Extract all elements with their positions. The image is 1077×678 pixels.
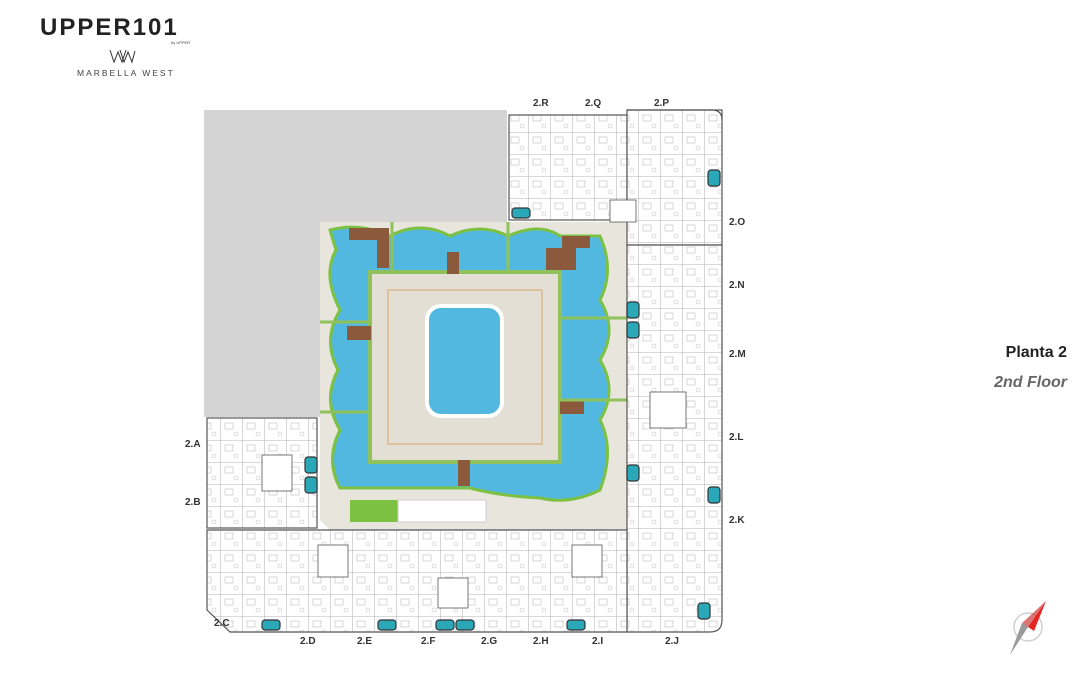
unit-label-2f[interactable]: 2.F: [421, 636, 436, 647]
unit-label-2a[interactable]: 2.A: [185, 439, 201, 450]
unit-label-2d[interactable]: 2.D: [300, 636, 316, 647]
unit-label-2b[interactable]: 2.B: [185, 497, 201, 508]
unit-label-2n[interactable]: 2.N: [729, 280, 745, 291]
unit-label-2q[interactable]: 2.Q: [585, 98, 602, 109]
brand-logo: UPPER101 by UPPER MARBELLA WEST: [40, 14, 215, 84]
central-pool: [425, 304, 504, 418]
jacuzzis: [261, 169, 721, 631]
brand-name: UPPER101: [40, 14, 179, 41]
floor-subtitle: 2nd Floor: [994, 374, 1067, 391]
unit-label-2h[interactable]: 2.H: [533, 636, 549, 647]
brand-by: by UPPER: [171, 40, 191, 45]
unit-label-2l[interactable]: 2.L: [729, 432, 744, 443]
lawn: [350, 500, 398, 522]
unit-label-2g[interactable]: 2.G: [481, 636, 498, 647]
brand-mark-icon: [108, 48, 136, 69]
floor-title: Planta 2: [1005, 344, 1067, 361]
brand-subtitle: MARBELLA WEST: [77, 68, 175, 78]
unit-label-2r[interactable]: 2.R: [533, 98, 549, 109]
building: [206, 109, 723, 633]
decks: [347, 228, 590, 486]
unit-label-2m[interactable]: 2.M: [729, 349, 746, 360]
unit-label-2p[interactable]: 2.P: [654, 98, 670, 109]
unit-label-2k[interactable]: 2.K: [729, 515, 745, 526]
unit-label-2o[interactable]: 2.O: [729, 217, 746, 228]
compass-icon: [1004, 597, 1060, 666]
unit-label-2c[interactable]: 2.C: [214, 618, 230, 629]
unit-label-2j[interactable]: 2.J: [665, 636, 679, 647]
unit-label-2e[interactable]: 2.E: [357, 636, 373, 647]
unit-label-2i[interactable]: 2.I: [592, 636, 604, 647]
